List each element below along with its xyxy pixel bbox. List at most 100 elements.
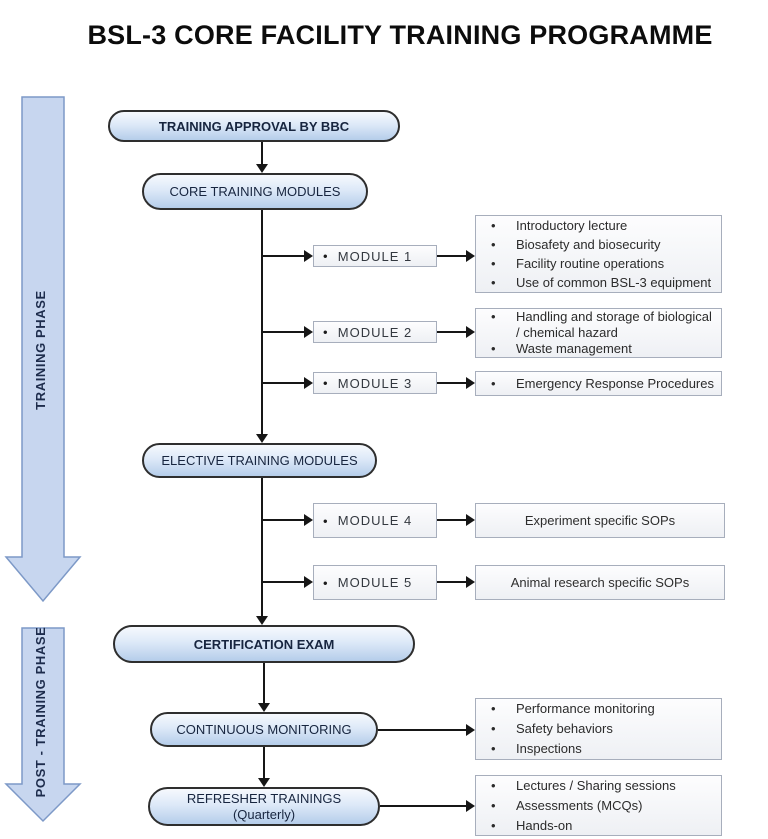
arrowhead-right-icon [466,576,475,588]
arrowhead-down-icon [256,164,268,173]
bullet-icon [491,374,516,393]
training-phase-arrow-shape [4,96,82,603]
list-item-text: Facility routine operations [516,256,665,271]
bullet-icon [491,341,516,357]
flow-node-approval-label: TRAINING APPROVAL BY BBC [158,118,350,134]
list-item: Handling and storage of biological / che… [480,309,717,341]
list-item: Waste management [480,341,717,357]
bullet-icon [491,796,516,816]
page-title: BSL-3 CORE FACILITY TRAINING PROGRAMME [87,20,713,50]
flow-node-core-modules: CORE TRAINING MODULES [142,173,368,210]
list-item: Assessments (MCQs) [480,796,717,816]
training-phase-label: TRAINING PHASE [33,290,48,410]
flow-node-elective-modules: ELECTIVE TRAINING MODULES [142,443,377,478]
arrowhead-right-icon [304,514,313,526]
bullet-icon [491,816,516,836]
connector-line [263,747,265,778]
list-item: Inspections [480,739,717,759]
bullet-icon [323,513,329,528]
bullet-icon [323,376,329,391]
list-item-text: Inspections [516,741,582,756]
connector-line [261,478,263,616]
module-detail-3: Emergency Response Procedures [475,371,722,396]
list-item-text: Handling and storage of biological / che… [516,309,712,340]
list-item-text: Lectures / Sharing sessions [516,777,676,793]
arrowhead-right-icon [466,250,475,262]
monitoring-detail-box: Performance monitoring Safety behaviors … [475,698,722,760]
bullet-icon [491,719,516,739]
post-training-phase-arrow [4,627,82,823]
flow-node-certification: CERTIFICATION EXAM [113,625,415,663]
list-item: Introductory lecture [480,216,717,235]
list-item-text: Emergency Response Procedures [516,376,714,391]
bullet-icon [491,776,516,796]
arrowhead-right-icon [466,326,475,338]
connector-line [261,210,263,434]
post-training-phase-label: POST - TRAINING PHASE [33,626,48,798]
module-box-1-label: MODULE 1 [337,248,413,264]
connector-line [437,519,466,521]
arrowhead-right-icon [466,724,475,736]
arrowhead-right-icon [466,800,475,812]
bullet-icon [491,216,516,235]
flow-node-monitoring-label: CONTINUOUS MONITORING [176,722,352,737]
connector-line [437,255,466,257]
arrowhead-right-icon [304,250,313,262]
connector-line [263,663,265,703]
module-detail-1: Introductory lecture Biosafety and biose… [475,215,722,293]
arrowhead-down-icon [258,703,270,712]
connector-line [380,805,466,807]
bullet-icon [491,273,516,292]
connector-line [262,331,304,333]
connector-line [262,581,304,583]
arrowhead-down-icon [258,778,270,787]
connector-line [262,382,304,384]
training-phase-arrow [4,96,82,603]
list-item: Lectures / Sharing sessions [480,776,717,796]
connector-line [378,729,466,731]
flow-node-core-modules-label: CORE TRAINING MODULES [169,184,341,199]
connector-line [262,519,304,521]
bullet-icon [491,309,516,325]
module-box-3-label: MODULE 3 [337,375,413,391]
arrowhead-down-icon [256,616,268,625]
arrowhead-right-icon [304,576,313,588]
list-item-text: Hands-on [516,817,573,833]
refresher-detail-box: Lectures / Sharing sessions Assessments … [475,775,722,836]
list-item-text: Introductory lecture [516,218,628,233]
list-item-text: Performance monitoring [516,701,655,716]
list-item-text: Waste management [516,341,632,356]
arrowhead-right-icon [466,514,475,526]
connector-line [261,142,263,164]
flow-node-refresher-sublabel: (Quarterly) [232,806,296,822]
connector-line [262,255,304,257]
list-item: Facility routine operations [480,254,717,273]
bullet-icon [323,325,329,340]
flow-node-monitoring: CONTINUOUS MONITORING [150,712,378,747]
bullet-icon [491,235,516,254]
flow-node-approval: TRAINING APPROVAL BY BBC [108,110,400,142]
module-box-2-label: MODULE 2 [337,324,413,340]
flow-node-refresher: REFRESHER TRAININGS (Quarterly) [148,787,380,826]
arrowhead-right-icon [304,326,313,338]
module-detail-4-text: Experiment specific SOPs [524,513,676,528]
module-box-5-label: MODULE 5 [337,575,413,590]
module-box-5: MODULE 5 [313,565,437,600]
list-item: Safety behaviors [480,719,717,739]
list-item-text: Biosafety and biosecurity [516,237,661,252]
arrowhead-right-icon [304,377,313,389]
flow-node-refresher-label: REFRESHER TRAININGS [186,790,342,806]
module-detail-5: Animal research specific SOPs [475,565,725,600]
module-detail-5-text: Animal research specific SOPs [510,575,690,590]
connector-line [437,581,466,583]
list-item: Biosafety and biosecurity [480,235,717,254]
module-box-4: MODULE 4 [313,503,437,538]
flow-node-certification-label: CERTIFICATION EXAM [193,636,335,652]
bullet-icon [491,699,516,719]
list-item-text: Use of common BSL-3 equipment [516,275,712,290]
list-item-text: Safety behaviors [516,721,613,736]
module-box-3: MODULE 3 [313,372,437,394]
module-box-1: MODULE 1 [313,245,437,267]
module-detail-2: Handling and storage of biological / che… [475,308,722,358]
